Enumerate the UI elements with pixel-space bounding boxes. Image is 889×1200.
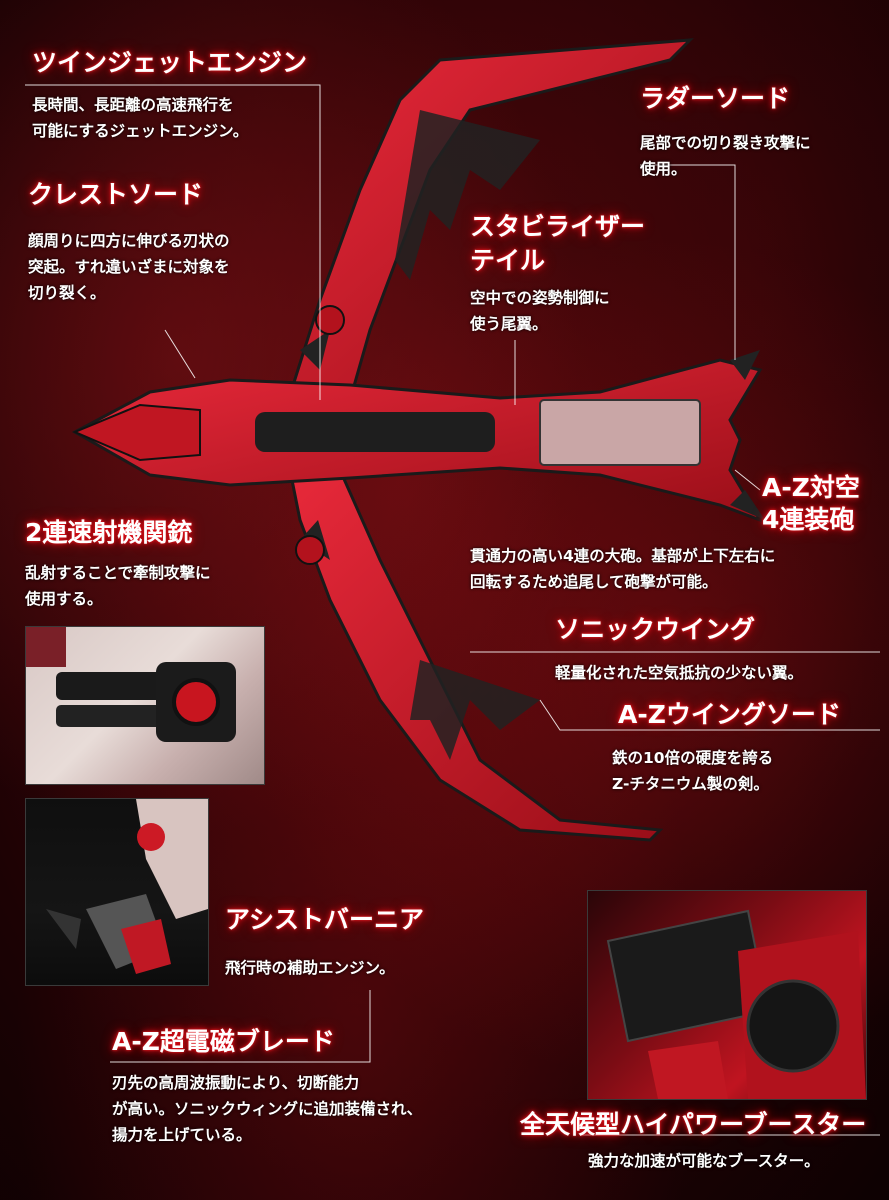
booster-photo — [587, 890, 867, 1100]
rudder-sword-title: ラダーソード — [640, 84, 791, 113]
sonic-wing-title: ソニックウイング — [555, 615, 756, 644]
az-wing-sword-desc: 鉄の10倍の硬度を誇る Z-チタニウム製の剣。 — [612, 749, 774, 793]
booster-title: 全天候型ハイパワーブースター — [520, 1110, 867, 1139]
assist-vernier-desc: 飛行時の補助エンジン。 — [225, 959, 395, 977]
twin-jet-desc: 長時間、長距離の高速飛行を 可能にするジェットエンジン。 — [32, 96, 249, 140]
stabilizer-desc: 空中での姿勢制御に 使う尾翼。 — [470, 289, 610, 333]
rudder-sword-desc: 尾部での切り裂き攻撃に 使用。 — [640, 134, 811, 178]
az-wing-sword-title: A-Zウイングソード — [618, 700, 841, 729]
az-cannon-title: A-Z対空 4連装砲 — [762, 473, 860, 534]
booster-desc: 強力な加速が可能なブースター。 — [588, 1152, 820, 1170]
stabilizer-title: スタビライザー テイル — [470, 212, 646, 275]
crest-sword-desc: 顔周りに四方に伸びる刃状の 突起。すれ違いざまに対象を 切り裂く。 — [28, 232, 230, 302]
az-blade-title: A-Z超電磁ブレード — [112, 1027, 335, 1056]
assist-vernier-title: アシストバーニア — [225, 905, 425, 934]
az-cannon-desc: 貫通力の高い4連の大砲。基部が上下左右に 回転するため追尾して砲撃が可能。 — [470, 547, 776, 591]
az-blade-desc: 刃先の高周波振動により、切断能力 が高い。ソニックウィングに追加装備され、 揚力… — [112, 1074, 423, 1144]
assist-vernier-photo — [25, 798, 209, 986]
crest-sword-title: クレストソード — [28, 180, 204, 209]
sonic-wing-desc: 軽量化された空気抵抗の少ない翼。 — [555, 664, 804, 682]
twin-gun-desc: 乱射することで牽制攻撃に 使用する。 — [25, 564, 211, 608]
twin-gun-title: 2連速射機関銃 — [25, 518, 193, 547]
twin-jet-title: ツインジェットエンジン — [32, 48, 308, 77]
twin-gun-photo — [25, 626, 265, 785]
